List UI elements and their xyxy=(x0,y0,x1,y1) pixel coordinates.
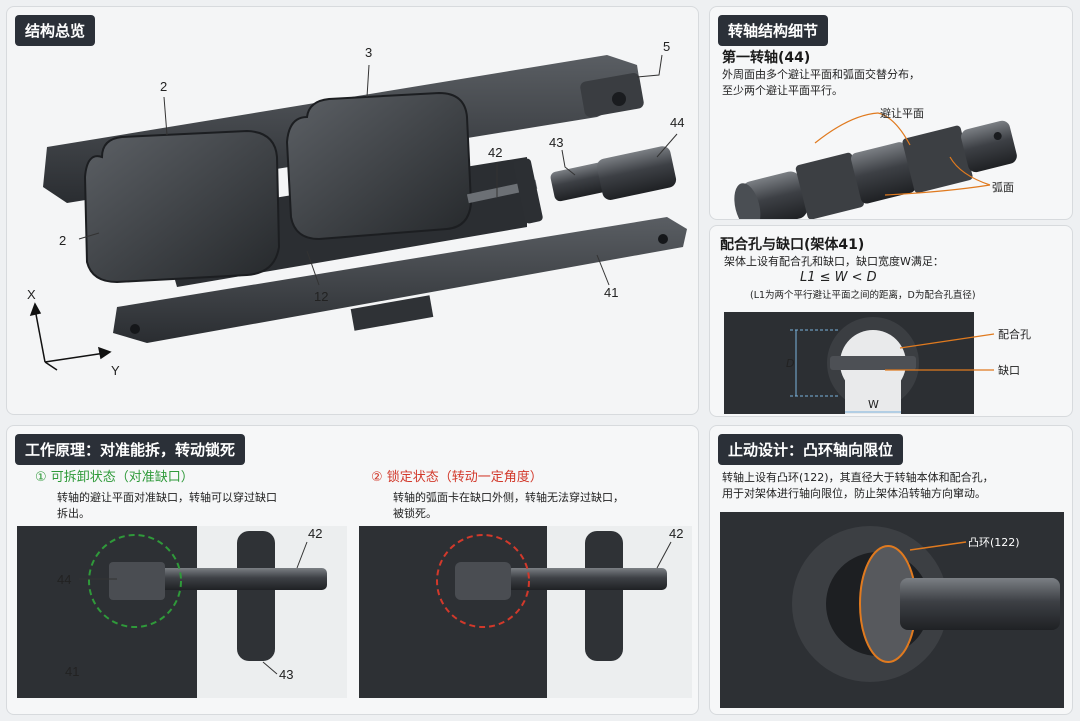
dimension-lines xyxy=(790,329,901,413)
state1-desc-1: 转轴的避让平面对准缺口，转轴可以穿过缺口 xyxy=(57,491,277,504)
hinge-hole xyxy=(612,92,626,106)
principle-panel: 工作原理：对准能拆，转动锁死 ① 可拆卸状态（对准缺口） 转轴的避让平面对准缺口… xyxy=(6,425,699,715)
stop-panel: 止动设计：凸环轴向限位 转轴上设有凸环(122)，其直径大于转轴本体和配合孔， … xyxy=(709,425,1073,715)
shaft-segment xyxy=(851,142,916,204)
pad-2 xyxy=(83,129,281,284)
state2-desc-2: 被锁死。 xyxy=(393,507,437,520)
label-d: D xyxy=(786,357,794,370)
p-label-44: 44 xyxy=(57,572,71,587)
label-41: 41 xyxy=(604,285,618,300)
notch xyxy=(845,376,901,414)
label-42: 42 xyxy=(488,145,502,160)
label-43: 43 xyxy=(549,135,563,150)
rail-hole xyxy=(130,324,140,334)
state2-title: ② 锁定状态（转动一定角度） xyxy=(371,470,543,485)
pad-3 xyxy=(285,91,473,241)
callout-lines xyxy=(885,333,995,371)
overview-illustration: 2 3 5 44 43 42 2 12 41 X Y xyxy=(27,39,687,378)
axis-y-label: Y xyxy=(111,363,120,378)
label-hole: 配合孔 xyxy=(998,327,1031,341)
axis-indicator xyxy=(29,302,112,371)
shaft-end-hole xyxy=(993,132,1002,141)
label-arc: 弧面 xyxy=(992,180,1014,194)
label-3: 3 xyxy=(365,45,372,60)
shaft-44-head xyxy=(596,146,677,200)
label-44: 44 xyxy=(670,115,684,130)
state2-image xyxy=(359,526,692,698)
callout-lines xyxy=(814,112,991,196)
rail-tab xyxy=(350,295,434,331)
shaft-detail-title: 转轴结构细节 xyxy=(718,15,829,46)
shaft-detail-panel: 转轴结构细节 第一转轴(44) 外周面由多个避让平面和弧面交替分布， 至少两个避… xyxy=(709,6,1073,220)
label-w: W xyxy=(868,398,879,411)
shaft-heading: 第一转轴(44) xyxy=(722,50,811,66)
state2-desc-1: 转轴的弧面卡在缺口外侧，转轴无法穿过缺口， xyxy=(393,491,624,504)
rail-hole xyxy=(658,234,668,244)
axis-x-label: X xyxy=(27,287,36,302)
front-rail-41 xyxy=(113,217,687,343)
fit-formula: L1 ≤ W < D xyxy=(800,270,877,285)
fit-heading: 配合孔与缺口(架体41) xyxy=(720,237,865,253)
label-flat: 避让平面 xyxy=(880,106,924,120)
callout-line xyxy=(909,541,967,551)
p-label-42b: 42 xyxy=(669,526,683,541)
stop-illustration: 凸环(122) xyxy=(720,512,1064,708)
fit-note: (L1为两个平行避让平面之间的距离，D为配合孔直径) xyxy=(750,290,976,301)
stop-title: 止动设计：凸环轴向限位 xyxy=(718,434,904,465)
shaft-body xyxy=(900,578,1060,630)
shaft-desc-1: 外周面由多个避让平面和弧面交替分布， xyxy=(722,68,920,81)
shaft-end xyxy=(961,120,1017,173)
flange-43 xyxy=(513,158,543,224)
principle-illustration: 44 42 41 43 42 xyxy=(17,526,692,698)
fit-illustration: D W 配合孔 缺口 xyxy=(724,312,1031,414)
shaft-flat-section xyxy=(830,356,916,370)
label-12: 12 xyxy=(314,289,328,304)
stop-desc-1: 转轴上设有凸环(122)，其直径大于转轴本体和配合孔， xyxy=(722,471,994,484)
label-2-top: 2 xyxy=(160,79,167,94)
shaft-segment xyxy=(902,125,973,193)
shaft-illustration: 避让平面 弧面 xyxy=(734,106,1017,219)
state1-desc-2: 拆出。 xyxy=(57,507,90,520)
fit-desc: 架体上设有配合孔和缺口，缺口宽度W满足： xyxy=(724,255,944,268)
label-2-left: 2 xyxy=(59,233,66,248)
p-label-43: 43 xyxy=(279,667,293,682)
principle-title: 工作原理：对准能拆，转动锁死 xyxy=(15,434,246,465)
label-5: 5 xyxy=(663,39,670,54)
stop-desc-2: 用于对架体进行轴向限位，防止架体沿转轴方向窜动。 xyxy=(722,487,986,500)
fit-panel: 配合孔与缺口(架体41) 架体上设有配合孔和缺口，缺口宽度W满足： L1 ≤ W… xyxy=(709,225,1073,417)
label-notch: 缺口 xyxy=(998,363,1020,377)
state1-title: ① 可拆卸状态（对准缺口） xyxy=(35,470,194,485)
p-label-42a: 42 xyxy=(308,526,322,541)
label-ring: 凸环(122) xyxy=(968,536,1020,549)
shaft-segment xyxy=(795,152,864,219)
p-label-41: 41 xyxy=(65,664,79,679)
overview-panel: 结构总览 xyxy=(6,6,699,415)
shaft-44-body xyxy=(550,162,609,202)
overview-title: 结构总览 xyxy=(15,15,96,46)
shaft-desc-2: 至少两个避让平面平行。 xyxy=(722,84,843,97)
hinge-block-5 xyxy=(580,73,644,117)
shaft-end-face xyxy=(734,183,761,219)
